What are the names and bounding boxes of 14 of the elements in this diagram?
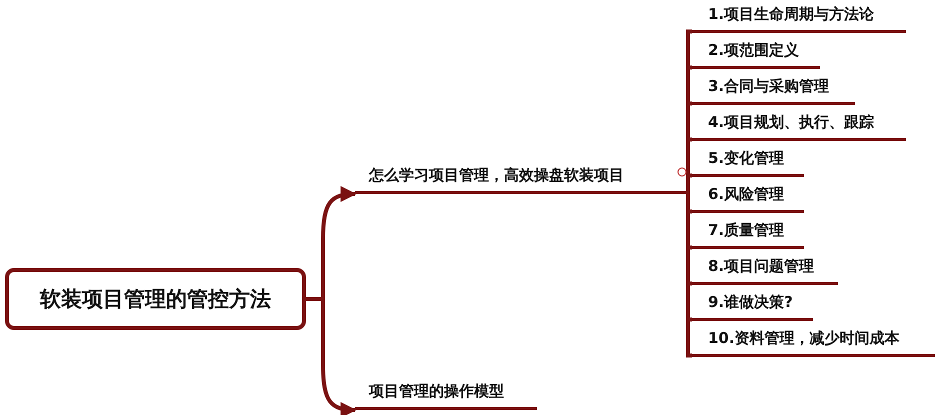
node-label: 项目管理的操作模型 — [369, 382, 504, 401]
node-label: 7.质量管理 — [708, 221, 784, 240]
node-label: 3.合同与采购管理 — [708, 77, 830, 96]
node-label: 10.资料管理，减少时间成本 — [708, 329, 900, 348]
node-label: 5.变化管理 — [708, 149, 784, 168]
node-label: 8.项目问题管理 — [708, 257, 814, 276]
node-label: 9.谁做决策? — [708, 293, 793, 312]
node-label: 4.项目规划、执行、跟踪 — [708, 113, 874, 132]
node-label: 2.项范围定义 — [708, 41, 800, 60]
node-label: 软装项目管理的管控方法 — [40, 286, 271, 313]
node-label: 6.风险管理 — [708, 185, 784, 204]
node-label: 怎么学习项目管理，高效操盘软装项目 — [369, 166, 624, 185]
central-topic-box — [5, 268, 306, 330]
node-label: 1.项目生命周期与方法论 — [708, 5, 874, 24]
